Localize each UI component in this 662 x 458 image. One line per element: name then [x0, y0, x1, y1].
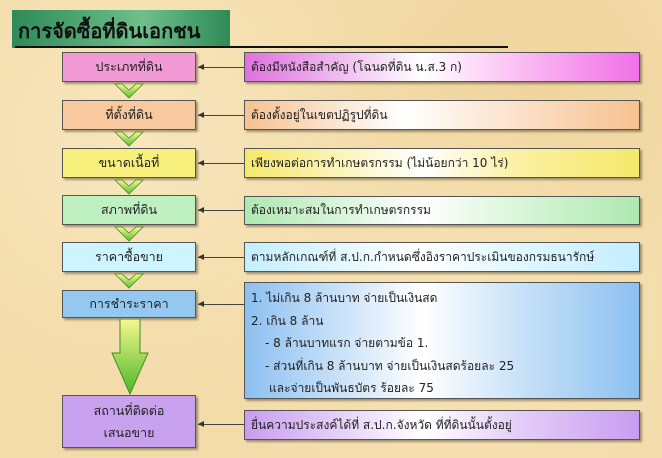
- detail-land-condition: ต้องเหมาะสมในการทำเกษตรกรรม: [244, 196, 640, 225]
- payment-line: - 8 ล้านบาทแรก จ่ายตามข้อ 1.: [265, 336, 429, 350]
- step-contact-place: สถานที่ติดต่อ เสนอขาย: [62, 395, 196, 448]
- large-down-arrow-icon: [111, 319, 149, 395]
- payment-line: 1. ไม่เกิน 8 ล้านบาท จ่ายเป็นเงินสด: [251, 291, 438, 305]
- detail-land-location: ต้องตั้งอยู่ในเขตปฏิรูปที่ดิน: [244, 100, 640, 130]
- connector-arrow: [198, 421, 244, 427]
- down-chevron-icon: [114, 83, 144, 99]
- detail-land-size: เพียงพอต่อการทำเกษตรกรรม (ไม่น้อยกว่า 10…: [244, 148, 640, 178]
- detail-land-type: ต้องมีหนังสือสำคัญ (โฉนดที่ดิน น.ส.3 ก): [244, 52, 640, 82]
- down-chevron-icon: [114, 131, 144, 147]
- contact-label-line: เสนอขาย: [103, 424, 155, 440]
- down-chevron-icon: [114, 226, 144, 242]
- payment-line: - ส่วนที่เกิน 8 ล้านบาท จ่ายเป็นเงินสดร้…: [265, 358, 515, 373]
- connector-arrow: [198, 207, 244, 213]
- down-chevron-icon: [114, 179, 144, 195]
- detail-contact-place: ยื่นความประสงค์ได้ที่ ส.ป.ก.จังหวัด ที่ท…: [244, 410, 640, 440]
- contact-label-line: สถานที่ติดต่อ: [93, 402, 165, 418]
- step-payment: การชำระราคา: [62, 290, 196, 318]
- step-land-location: ที่ตั้งที่ดิน: [62, 100, 196, 130]
- payment-line: 2. เกิน 8 ล้าน: [251, 313, 324, 328]
- payment-line: และจ่ายเป็นพันธบัตร ร้อยละ 75: [269, 381, 434, 395]
- step-land-size: ขนาดเนื้อที่: [62, 148, 196, 178]
- step-price: ราคาซื้อขาย: [62, 242, 196, 272]
- connector-arrow: [198, 64, 244, 70]
- connector-arrow: [198, 301, 244, 307]
- connector-arrow: [198, 112, 244, 118]
- title-underline: [15, 46, 508, 48]
- connector-arrow: [198, 254, 244, 260]
- detail-price: ตามหลักเกณฑ์ที่ ส.ป.ก.กำหนดซึ่งอิงราคาปร…: [244, 242, 640, 272]
- detail-payment: 1. ไม่เกิน 8 ล้านบาท จ่ายเป็นเงินสด 2. เ…: [244, 282, 640, 399]
- step-land-type: ประเภทที่ดิน: [62, 52, 196, 82]
- connector-arrow: [198, 160, 244, 166]
- step-land-condition: สภาพที่ดิน: [62, 195, 196, 225]
- down-chevron-icon: [114, 273, 144, 289]
- page-title: การจัดซื้อที่ดินเอกชน: [12, 10, 230, 48]
